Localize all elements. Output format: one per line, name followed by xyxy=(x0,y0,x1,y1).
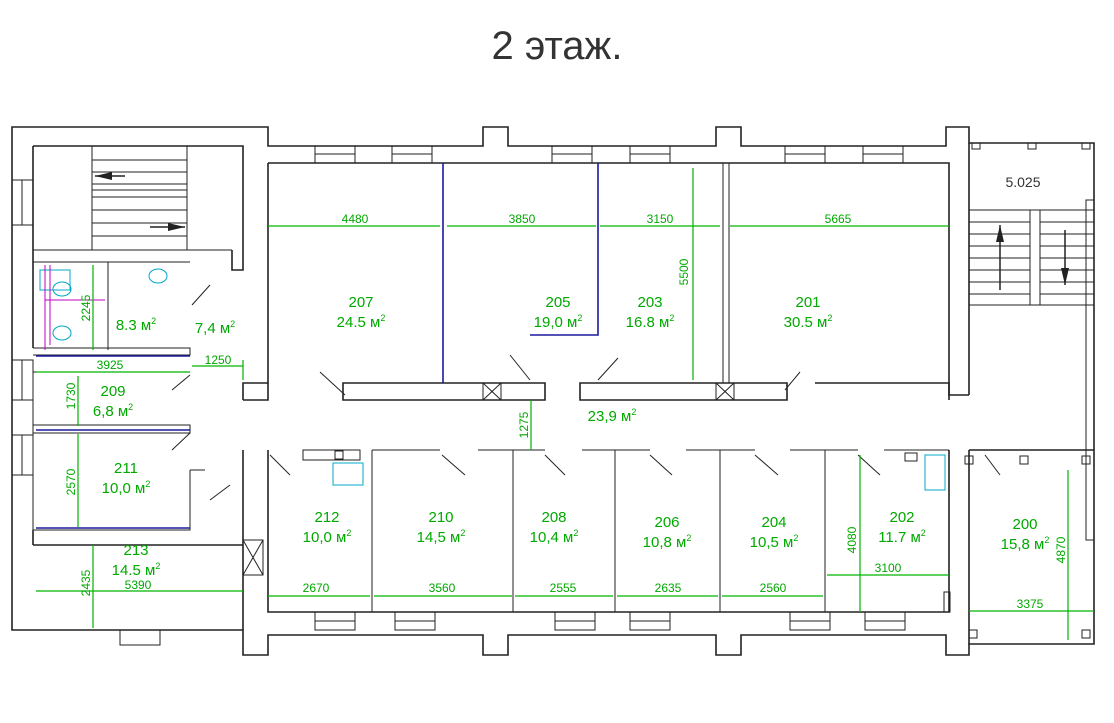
windows xyxy=(11,145,1095,646)
dim-4080: 4080 xyxy=(845,526,859,553)
dim-2245: 2245 xyxy=(79,294,93,321)
room-number-200: 200 xyxy=(1012,516,1037,533)
dim-2635: 2635 xyxy=(655,581,682,595)
room-number-208: 208 xyxy=(541,509,566,526)
dim-3925: 3925 xyxy=(97,358,124,372)
dim-4870: 4870 xyxy=(1054,536,1068,563)
room-labels: 207 24.5 м2 205 19,0 м2 203 16.8 м2 201 30.5 м2… xyxy=(93,294,1050,579)
room-area-211: 10,0 м2 xyxy=(102,479,151,497)
room-area-208: 10,4 м2 xyxy=(530,528,579,546)
room-number-209: 209 xyxy=(100,383,125,400)
dim-5665: 5665 xyxy=(825,212,852,226)
room-area-201: 30.5 м2 xyxy=(784,313,833,331)
room-number-201: 201 xyxy=(795,294,820,311)
partitions xyxy=(36,163,599,529)
level-mark: 5.025 xyxy=(1005,174,1040,190)
room-number-205: 205 xyxy=(545,294,570,311)
dim-2670: 2670 xyxy=(303,581,330,595)
dim-3375: 3375 xyxy=(1017,597,1044,611)
dim-1730: 1730 xyxy=(64,382,78,409)
outer-walls xyxy=(11,126,1095,656)
floor-title: 2 этаж. xyxy=(491,24,623,68)
dim-2570: 2570 xyxy=(64,468,78,495)
room-number-202: 202 xyxy=(889,509,914,526)
dimension-labels: 4480 3850 3150 5665 5500 2245 3925 1250 … xyxy=(64,212,1068,611)
dim-4480: 4480 xyxy=(342,212,369,226)
room-number-212: 212 xyxy=(314,509,339,526)
dimension-lines xyxy=(36,168,1094,640)
room-area-207: 24.5 м2 xyxy=(337,313,386,331)
room-number-204: 204 xyxy=(761,514,786,531)
dim-1250: 1250 xyxy=(205,353,232,367)
room-area-200: 15,8 м2 xyxy=(1001,535,1050,553)
room-area-209: 6,8 м2 xyxy=(93,402,133,420)
dim-5500: 5500 xyxy=(677,258,691,285)
dim-5390: 5390 xyxy=(125,578,152,592)
room-number-213: 213 xyxy=(123,542,148,559)
room-area-213: 14.5 м2 xyxy=(112,561,161,579)
room-area-5: 7,4 м2 xyxy=(195,319,235,337)
room-area-16: 23,9 м2 xyxy=(588,407,637,425)
dim-2560: 2560 xyxy=(760,581,787,595)
room-area-206: 10,8 м2 xyxy=(643,533,692,551)
stairs-left xyxy=(91,145,188,251)
dim-3560: 3560 xyxy=(429,581,456,595)
stairs-right xyxy=(968,209,1095,306)
room-number-207: 207 xyxy=(348,294,373,311)
fixtures xyxy=(39,142,1091,639)
room-area-202: 11.7 м2 xyxy=(878,528,926,546)
room-area-4: 8.3 м2 xyxy=(116,316,156,334)
room-number-210: 210 xyxy=(428,509,453,526)
room-area-205: 19,0 м2 xyxy=(534,313,583,331)
room-number-203: 203 xyxy=(637,294,662,311)
dim-2555: 2555 xyxy=(550,581,577,595)
room-area-212: 10,0 м2 xyxy=(303,528,352,546)
dim-3150: 3150 xyxy=(647,212,674,226)
dim-1275: 1275 xyxy=(517,411,531,438)
dim-3850: 3850 xyxy=(509,212,536,226)
room-number-211: 211 xyxy=(114,460,138,477)
room-number-206: 206 xyxy=(654,514,679,531)
room-area-204: 10,5 м2 xyxy=(750,533,799,551)
dim-2435: 2435 xyxy=(79,569,93,596)
room-area-210: 14,5 м2 xyxy=(417,528,466,546)
dim-3100: 3100 xyxy=(875,561,902,575)
doors xyxy=(171,284,1001,501)
room-area-203: 16.8 м2 xyxy=(626,313,675,331)
